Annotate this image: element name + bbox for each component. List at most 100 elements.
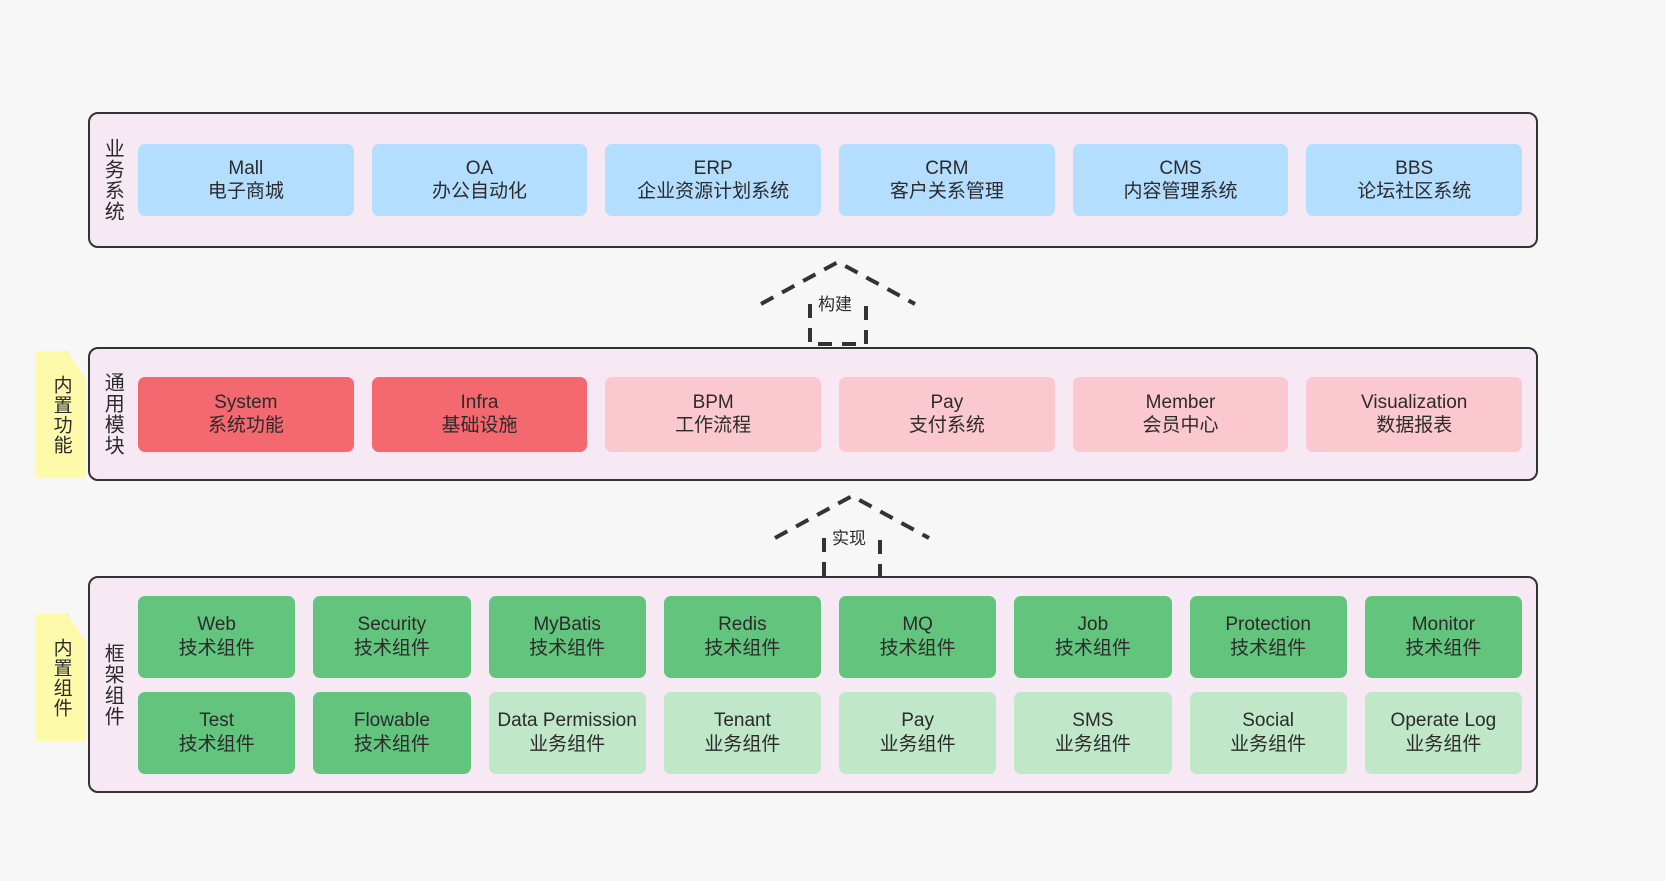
card-title: Monitor [1411, 614, 1476, 636]
card-title: Visualization [1361, 391, 1468, 413]
card-sms[interactable]: SMS 业务组件 [1014, 691, 1172, 774]
card-title: CRM [925, 157, 969, 179]
card-redis[interactable]: Redis 技术组件 [663, 595, 821, 678]
card-title: Operate Log [1390, 710, 1497, 732]
card-title: Test [199, 710, 235, 732]
card-member[interactable]: Member 会员中心 [1072, 376, 1289, 452]
generalization-arrowhead-icon [760, 259, 916, 306]
card-subtitle: 论坛社区系统 [1357, 181, 1472, 202]
layer-title-business-system: 业务系统 [101, 138, 124, 222]
card-subtitle: 业务组件 [1405, 733, 1482, 755]
card-subtitle: 技术组件 [704, 637, 781, 659]
card-bbs[interactable]: BBS 论坛社区系统 [1306, 144, 1523, 216]
card-system[interactable]: System 系统功能 [138, 376, 354, 452]
card-pay-business[interactable]: Pay 业务组件 [839, 691, 997, 774]
card-crm[interactable]: CRM 客户关系管理 [839, 144, 1055, 216]
card-title: Job [1077, 614, 1109, 636]
note-label: 内置组件 [50, 637, 72, 718]
card-title: BBS [1395, 157, 1434, 179]
card-title: System [214, 391, 278, 413]
layer-title-common-module: 通用模块 [101, 372, 124, 456]
card-row: Mall 电子商城 OA 办公自动化 ERP 企业资源计划系统 CRM 客户关系… [138, 144, 1523, 216]
card-title: Redis [718, 614, 767, 636]
card-social[interactable]: Social 业务组件 [1189, 691, 1347, 774]
note-fold-corner-icon [66, 351, 86, 371]
layer-body-common-module: System 系统功能 Infra 基础设施 BPM 工作流程 Pay 支付系统… [134, 349, 1536, 479]
card-row: Test 技术组件 Flowable 技术组件 Data Permission … [138, 691, 1522, 774]
connector-stem-icon [822, 538, 882, 580]
layer-business-system: 业务系统 Mall 电子商城 OA 办公自动化 ERP 企业资源计划系统 CRM… [88, 112, 1538, 248]
card-title: Social [1242, 710, 1294, 732]
card-subtitle: 技术组件 [529, 637, 606, 659]
card-visualization[interactable]: Visualization 数据报表 [1306, 376, 1523, 452]
connector-label-build: 构建 [818, 295, 852, 314]
card-flowable[interactable]: Flowable 技术组件 [313, 691, 471, 774]
card-title: Data Permission [497, 710, 637, 732]
connector-stem-icon [808, 304, 868, 346]
card-title: ERP [693, 157, 733, 179]
card-subtitle: 会员中心 [1142, 415, 1219, 436]
card-title: Infra [460, 391, 499, 413]
card-row: Web 技术组件 Security 技术组件 MyBatis 技术组件 Redi… [138, 595, 1522, 678]
card-monitor[interactable]: Monitor 技术组件 [1364, 595, 1522, 678]
card-title: SMS [1072, 710, 1114, 732]
card-subtitle: 业务组件 [529, 733, 606, 755]
layer-body-framework-component: Web 技术组件 Security 技术组件 MyBatis 技术组件 Redi… [134, 578, 1536, 791]
card-job[interactable]: Job 技术组件 [1014, 595, 1172, 678]
card-title: OA [465, 157, 494, 179]
layer-common-module: 通用模块 System 系统功能 Infra 基础设施 BPM 工作流程 Pay… [88, 347, 1538, 481]
card-subtitle: 业务组件 [1230, 733, 1307, 755]
card-erp[interactable]: ERP 企业资源计划系统 [605, 144, 822, 216]
card-security[interactable]: Security 技术组件 [313, 595, 471, 678]
card-infra[interactable]: Infra 基础设施 [371, 376, 588, 452]
card-web[interactable]: Web 技术组件 [138, 595, 296, 678]
card-title: Web [197, 614, 236, 636]
card-title: Security [357, 614, 427, 636]
card-title: Pay [930, 391, 964, 413]
card-subtitle: 业务组件 [1054, 733, 1131, 755]
card-subtitle: 业务组件 [879, 733, 956, 755]
card-subtitle: 支付系统 [908, 415, 985, 436]
layer-body-business-system: Mall 电子商城 OA 办公自动化 ERP 企业资源计划系统 CRM 客户关系… [134, 114, 1536, 246]
card-title: Flowable [353, 710, 430, 732]
note-builtin-component: 内置组件 [36, 614, 86, 741]
note-fold-corner-icon [66, 614, 86, 634]
card-oa[interactable]: OA 办公自动化 [371, 144, 588, 216]
card-mall[interactable]: Mall 电子商城 [138, 144, 354, 216]
card-tenant[interactable]: Tenant 业务组件 [663, 691, 821, 774]
connector-build: 构建 [748, 256, 928, 346]
card-title: MyBatis [533, 614, 601, 636]
card-subtitle: 业务组件 [704, 733, 781, 755]
card-subtitle: 客户关系管理 [889, 181, 1004, 202]
card-subtitle: 系统功能 [207, 415, 284, 436]
note-builtin-function: 内置功能 [36, 351, 86, 478]
card-subtitle: 技术组件 [178, 733, 255, 755]
card-title: Pay [901, 710, 934, 732]
card-title: Mall [228, 157, 264, 179]
card-subtitle: 技术组件 [1054, 637, 1131, 659]
card-subtitle: 办公自动化 [432, 181, 528, 202]
card-data-permission[interactable]: Data Permission 业务组件 [488, 691, 646, 774]
layer-framework-component: 框架组件 Web 技术组件 Security 技术组件 MyBatis 技术组件… [88, 576, 1538, 793]
card-protection[interactable]: Protection 技术组件 [1189, 595, 1347, 678]
card-test[interactable]: Test 技术组件 [138, 691, 296, 774]
card-subtitle: 工作流程 [675, 415, 752, 436]
card-pay[interactable]: Pay 支付系统 [839, 376, 1055, 452]
connector-label-implement: 实现 [832, 529, 866, 548]
card-mybatis[interactable]: MyBatis 技术组件 [488, 595, 646, 678]
note-label: 内置功能 [50, 374, 72, 455]
card-mq[interactable]: MQ 技术组件 [839, 595, 997, 678]
generalization-arrowhead-icon [774, 493, 930, 540]
card-bpm[interactable]: BPM 工作流程 [605, 376, 822, 452]
card-cms[interactable]: CMS 内容管理系统 [1072, 144, 1289, 216]
card-row: System 系统功能 Infra 基础设施 BPM 工作流程 Pay 支付系统… [138, 376, 1523, 452]
card-title: Tenant [713, 710, 771, 732]
card-subtitle: 技术组件 [1405, 637, 1482, 659]
connector-implement: 实现 [762, 490, 942, 580]
card-subtitle: 技术组件 [353, 733, 430, 755]
card-title: MQ [902, 614, 933, 636]
card-operate-log[interactable]: Operate Log 业务组件 [1364, 691, 1522, 774]
card-subtitle: 技术组件 [1230, 637, 1307, 659]
layer-title-framework-component: 框架组件 [101, 642, 124, 727]
